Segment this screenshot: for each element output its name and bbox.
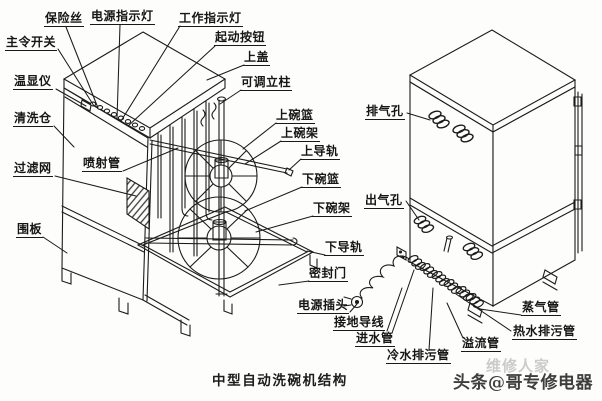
label-water-inlet: 进水管 bbox=[355, 331, 395, 348]
cabinet-seam bbox=[409, 197, 576, 254]
power-plug-shape bbox=[350, 295, 364, 309]
label-hot-water-drain: 热水排污管 bbox=[512, 324, 577, 341]
watermark-faint: 维修人家 bbox=[486, 357, 551, 375]
adjustable-columns bbox=[157, 100, 217, 257]
label-master-switch: 主令开关 bbox=[5, 35, 58, 52]
label-power-indicator: 电源指示灯 bbox=[90, 9, 155, 26]
cabinet-feet bbox=[467, 269, 558, 324]
label-start-button: 起动按钮 bbox=[214, 30, 267, 47]
label-lower-bowl-rack: 下碗架 bbox=[312, 201, 352, 218]
label-adjustable-column: 可调立柱 bbox=[240, 75, 293, 92]
label-power-plug: 电源插头 bbox=[297, 298, 350, 315]
diagram-caption: 中型自动洗碗机结构 bbox=[212, 373, 348, 389]
label-exhaust-hole: 排气孔 bbox=[365, 104, 405, 121]
label-cold-water-drain: 冷水排污管 bbox=[386, 348, 451, 365]
temp-display-box bbox=[80, 99, 92, 112]
label-enclosure-panel: 围板 bbox=[16, 222, 44, 239]
hinge-strip bbox=[573, 91, 583, 254]
label-ground-wire: 接地导线 bbox=[333, 315, 386, 332]
label-wash-chamber: 清洗仓 bbox=[13, 111, 53, 128]
label-fuse: 保险丝 bbox=[44, 11, 84, 28]
label-steam-pipe: 蒸气管 bbox=[521, 300, 561, 317]
lower-spray-arm bbox=[145, 237, 298, 246]
label-lower-bowl-basket: 下碗篮 bbox=[301, 172, 341, 189]
label-upper-rail: 上导轨 bbox=[300, 144, 340, 161]
machine-feet bbox=[61, 254, 318, 337]
left-machine bbox=[61, 31, 318, 337]
label-lower-rail: 下导轨 bbox=[324, 240, 364, 257]
filter-screen-area bbox=[126, 177, 150, 231]
label-spray-pipe: 喷射管 bbox=[82, 156, 122, 173]
label-top-cover: 上盖 bbox=[243, 50, 271, 67]
enclosure-panel-seam bbox=[61, 205, 145, 253]
upper-rail-rod bbox=[149, 139, 294, 177]
label-seal-door: 密封门 bbox=[308, 266, 348, 283]
lower-bowl-basket-wheel bbox=[177, 196, 261, 280]
label-filter-screen: 过滤网 bbox=[13, 161, 53, 178]
leader-lines bbox=[42, 24, 522, 351]
mounting-bracket bbox=[396, 246, 407, 261]
watermark: 头条@哥专修电器 bbox=[453, 373, 593, 393]
label-temp-display: 温显仪 bbox=[13, 74, 53, 91]
label-upper-bowl-rack: 上碗架 bbox=[280, 126, 320, 143]
label-air-outlet-hole: 出气孔 bbox=[364, 193, 404, 210]
label-work-indicator: 工作指示灯 bbox=[178, 11, 243, 28]
power-cord bbox=[343, 255, 410, 309]
label-overflow-pipe: 溢流管 bbox=[461, 336, 501, 353]
label-upper-bowl-basket: 上碗篮 bbox=[275, 108, 315, 125]
upper-bowl-basket-wheel bbox=[184, 139, 258, 213]
right-machine bbox=[343, 29, 583, 324]
